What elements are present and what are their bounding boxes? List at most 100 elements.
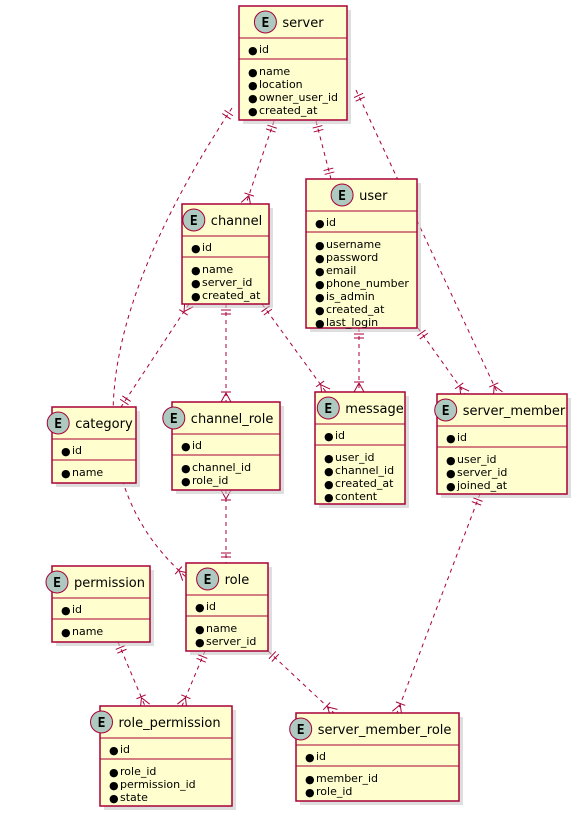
- relation-line: [417, 327, 466, 395]
- relation-channel_role-role: [220, 489, 232, 563]
- entity-box: [305, 178, 418, 329]
- entity-title: server: [282, 16, 324, 31]
- entity-box: [99, 705, 233, 807]
- relation-role-server_member_role: [267, 650, 338, 717]
- entity-title: server_member_role: [318, 723, 452, 738]
- field-name: channel_id: [192, 461, 251, 474]
- field-name: id: [326, 216, 336, 229]
- field-bullet: ●: [61, 445, 71, 458]
- field-name: id: [457, 431, 467, 444]
- field-name: member_id: [316, 772, 378, 785]
- cardinality-many-mark: [353, 381, 365, 393]
- field-bullet: ●: [305, 786, 315, 799]
- entity-icon-letter: E: [98, 716, 106, 731]
- entity-box: [51, 565, 151, 643]
- entity-icon-letter: E: [170, 412, 178, 427]
- field-bullet: ●: [324, 465, 334, 478]
- field-name: name: [72, 625, 103, 638]
- relation-server_member-server_member_role: [392, 493, 483, 715]
- field-name: is_admin: [326, 290, 375, 303]
- field-bullet: ●: [61, 467, 71, 480]
- relation-user-message: [353, 328, 365, 393]
- field-name: username: [326, 238, 381, 251]
- field-bullet: ●: [195, 623, 205, 636]
- cardinality-one-mark: [265, 124, 277, 133]
- field-bullet: ●: [61, 626, 71, 639]
- entity-title: channel: [211, 214, 262, 229]
- relation-server-role: [112, 107, 234, 581]
- entity-icon-letter: E: [324, 402, 332, 417]
- field-bullet: ●: [248, 105, 258, 118]
- field-name: password: [326, 251, 378, 264]
- field-bullet: ●: [446, 432, 456, 445]
- field-bullet: ●: [109, 779, 119, 792]
- entity-icon: E: [46, 411, 70, 435]
- field-name: name: [72, 466, 103, 479]
- relation-server-server_member: [353, 89, 503, 397]
- field-bullet: ●: [315, 304, 325, 317]
- entity-title: server_member: [463, 404, 566, 419]
- field-bullet: ●: [181, 440, 191, 453]
- field-bullet: ●: [248, 44, 258, 57]
- entity-icon: E: [434, 398, 458, 422]
- field-bullet: ●: [315, 317, 325, 330]
- relation-server-channel: [240, 120, 277, 206]
- relation-permission-role_permission: [115, 641, 150, 708]
- field-bullet: ●: [315, 239, 325, 252]
- field-name: id: [120, 743, 130, 756]
- field-name: owner_user_id: [259, 91, 338, 104]
- relation-line: [315, 120, 332, 180]
- entity-icon: E: [90, 710, 113, 734]
- field-bullet: ●: [324, 478, 334, 491]
- field-bullet: ●: [324, 491, 334, 504]
- field-bullet: ●: [248, 66, 258, 79]
- field-name: phone_number: [326, 277, 409, 290]
- field-bullet: ●: [181, 462, 191, 475]
- entity-icon: E: [316, 396, 340, 420]
- relation-line: [261, 303, 327, 393]
- field-bullet: ●: [315, 265, 325, 278]
- cardinality-one-mark: [221, 552, 231, 558]
- field-bullet: ●: [248, 92, 258, 105]
- field-bullet: ●: [195, 601, 205, 614]
- entity-icon-letter: E: [442, 404, 450, 419]
- field-bullet: ●: [446, 480, 456, 493]
- relation-user-server_member: [417, 327, 470, 397]
- field-name: user_id: [335, 451, 375, 464]
- field-name: user_id: [457, 453, 497, 466]
- entity-icon-letter: E: [53, 576, 61, 591]
- field-name: id: [202, 241, 212, 254]
- field-bullet: ●: [109, 766, 119, 779]
- entity-icon: E: [330, 183, 354, 207]
- field-name: server_id: [206, 635, 256, 648]
- relation-line: [267, 650, 335, 714]
- entity-title: user: [359, 189, 388, 204]
- field-name: channel_id: [335, 464, 394, 477]
- field-bullet: ●: [191, 277, 201, 290]
- field-name: id: [206, 600, 216, 613]
- field-name: name: [202, 263, 233, 276]
- field-bullet: ●: [191, 264, 201, 277]
- cardinality-one-mark: [119, 395, 131, 406]
- entity-icon: E: [289, 717, 313, 741]
- field-name: role_id: [120, 765, 156, 778]
- field-name: joined_at: [456, 479, 508, 492]
- entity-title: category: [75, 417, 133, 432]
- field-bullet: ●: [181, 475, 191, 488]
- field-name: id: [335, 429, 345, 442]
- field-name: created_at: [202, 289, 261, 302]
- field-name: created_at: [326, 303, 385, 316]
- field-bullet: ●: [315, 252, 325, 265]
- entity-icon-letter: E: [54, 417, 62, 432]
- cardinality-one-mark: [471, 497, 483, 506]
- cardinality-one-mark: [312, 125, 324, 133]
